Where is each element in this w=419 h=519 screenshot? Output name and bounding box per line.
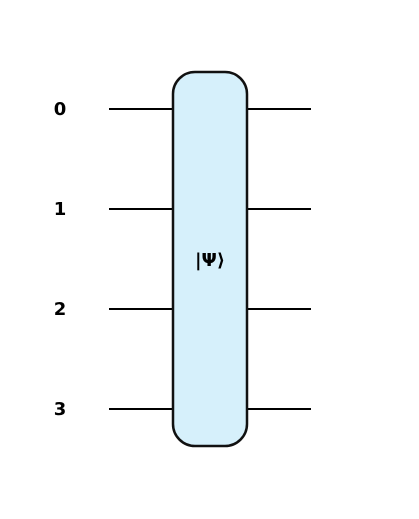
gate-label: |Ψ⟩ xyxy=(195,250,225,271)
wire-label-0: 0 xyxy=(54,99,67,120)
state-prep-gate xyxy=(171,70,249,448)
wire-label-2: 2 xyxy=(54,299,67,320)
wire-label-1: 1 xyxy=(54,199,67,220)
wire-label-3: 3 xyxy=(54,399,67,420)
